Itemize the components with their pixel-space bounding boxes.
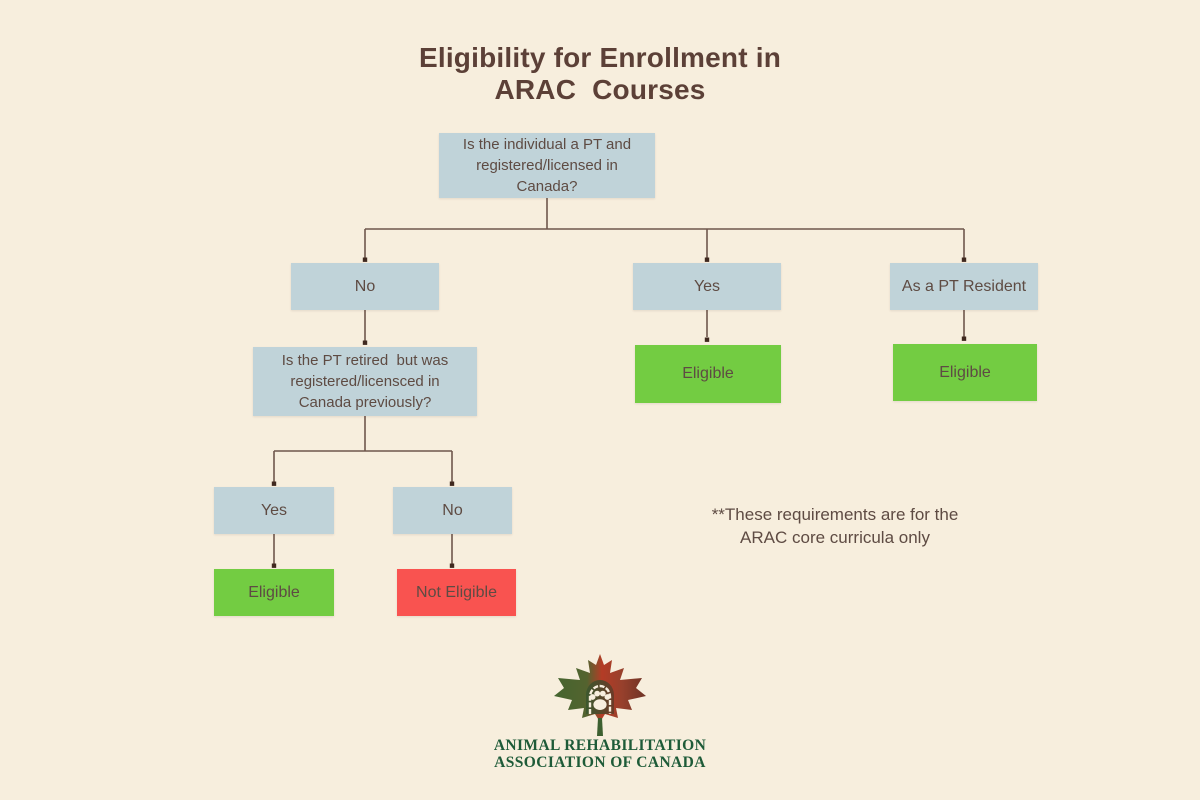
node-root-question-label: Is the individual a PT and registered/li… [462,136,636,195]
arrow-dot [961,336,967,341]
node-branch-resident: As a PT Resident [890,263,1038,310]
arac-logo: ANIMAL REHABILITATION ASSOCIATION OF CAN… [0,652,1200,771]
node-branch-yes: Yes [633,263,781,310]
page-title-line1: Eligibility for Enrollment in [418,42,782,73]
paw-print [589,690,611,710]
node-result-eligible-retired: Eligible [214,569,334,616]
maple-leaf-paw-icon [554,654,646,736]
node-retired-question: Is the PT retired but was registered/lic… [253,347,477,416]
node-result-eligible-resident: Eligible [893,344,1037,401]
footnote-line2: ARAC core curricula only [740,528,930,547]
node-retired-yes: Yes [214,487,334,534]
node-branch-resident-label: As a PT Resident [901,277,1027,295]
node-branch-yes-label: Yes [693,277,721,295]
footnote-line1: **These requirements are for the [711,505,959,524]
node-retired-question-label: Is the PT retired but was registered/lic… [281,352,453,411]
arrow-dot [271,481,277,486]
arrow-dot [704,257,710,262]
node-result-eligible-retired-label: Eligible [248,583,300,601]
node-branch-no: No [291,263,439,310]
logo-wordmark: ANIMAL REHABILITATION ASSOCIATION OF CAN… [493,737,707,771]
node-retired-no: No [393,487,512,534]
logo-wordmark-line2: ASSOCIATION OF CANADA [494,753,706,771]
node-branch-no-label: No [354,277,376,295]
node-result-eligible-yes-label: Eligible [682,365,734,382]
node-result-not-eligible: Not Eligible [397,569,516,616]
arrow-dot [449,481,455,486]
node-retired-yes-label: Yes [260,501,288,519]
node-retired-no-label: No [442,501,463,519]
page-title: Eligibility for Enrollment in ARAC Cours… [0,42,1200,106]
node-result-not-eligible-label: Not Eligible [416,583,497,601]
arrow-dot [271,563,277,568]
page-title-line2: ARAC Courses [494,74,706,105]
footnote: **These requirements are for the ARAC co… [660,503,1010,549]
logo-wordmark-line1: ANIMAL REHABILITATION [493,737,707,754]
node-root-question: Is the individual a PT and registered/li… [439,133,655,198]
arrow-dot [704,337,710,342]
arrow-dot [961,257,967,262]
arrow-dot [362,340,368,345]
node-result-eligible-yes: Eligible [635,345,781,403]
arrow-dot [449,563,455,568]
node-result-eligible-resident-label: Eligible [939,363,991,381]
arrow-dot [362,257,368,262]
